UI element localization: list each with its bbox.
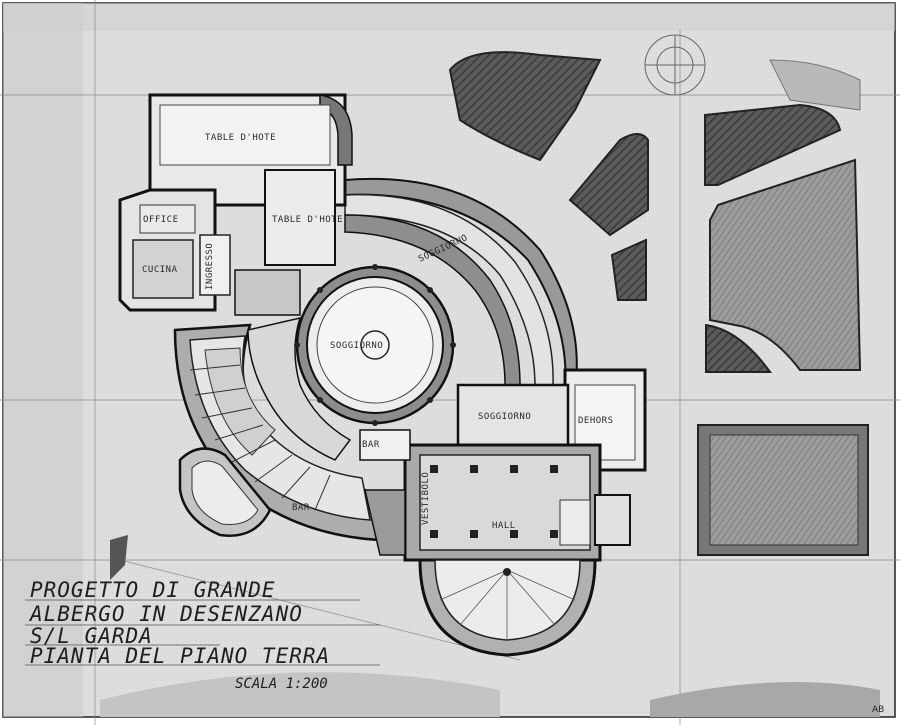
building-plan (118, 93, 647, 657)
label-rotunda: SOGGIORNO (330, 341, 383, 351)
title-line-4: PIANTA DEL PIANO TERRA (30, 644, 330, 668)
top-shaded-band (3, 3, 895, 31)
title-block: PROGETTO DI GRANDE ALBERGO IN DESENZANO … (25, 578, 380, 692)
scale-label: SCALA 1:200 (235, 676, 328, 692)
garden-beds (100, 51, 880, 717)
label-bar-2: BAR (292, 503, 310, 513)
label-office: OFFICE (143, 215, 179, 225)
label-ingresso: INGRESSO (205, 243, 215, 290)
label-vestibolo: VESTIBOLO (421, 472, 431, 525)
label-hall: HALL (492, 521, 516, 531)
label-table-dhote: TABLE D'HOTE (205, 133, 276, 143)
label-dehors: DEHORS (578, 416, 614, 426)
title-line-2: ALBERGO IN DESENZANO (28, 602, 303, 626)
title-line-1: PROGETTO DI GRANDE (30, 578, 276, 602)
label-soggiorno-2: SOGGIORNO (478, 412, 531, 422)
title-line-3: S/L GARDA (30, 624, 153, 648)
label-bar: BAR (362, 440, 380, 450)
label-table-dhote-2: TABLE D'HOTE (272, 215, 343, 225)
signature-mark: AB (872, 705, 884, 715)
left-shaded-margin (3, 3, 83, 717)
compass-rose (644, 34, 706, 96)
label-cucina: CUCINA (142, 265, 178, 275)
